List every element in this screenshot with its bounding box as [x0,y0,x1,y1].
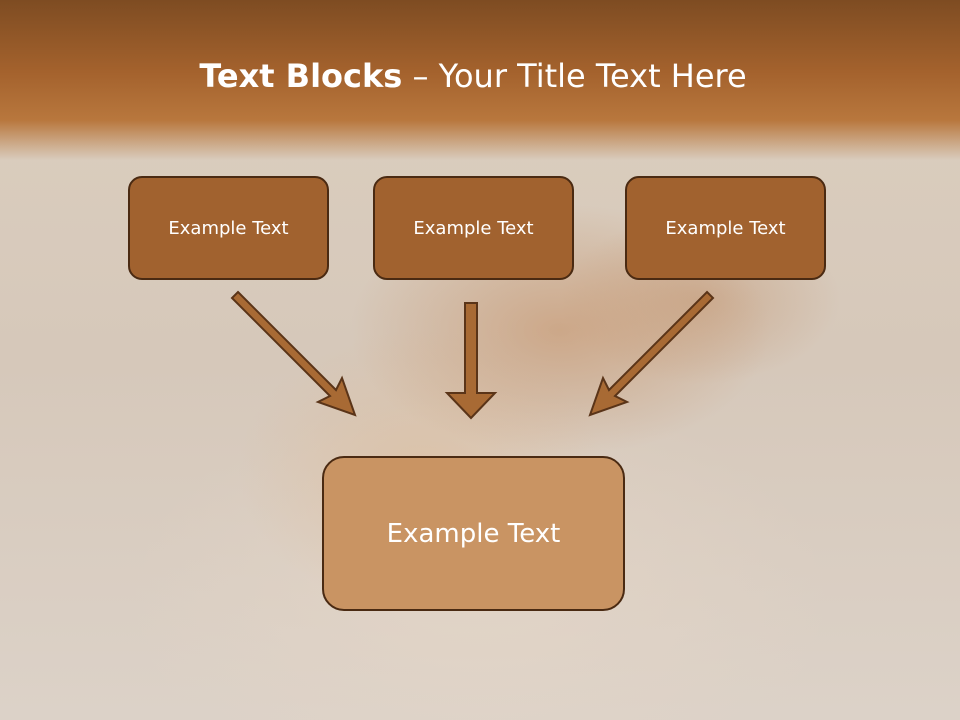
arrow-left [230,290,357,417]
main-text-block-label: Example Text [386,518,561,549]
title-bold: Text Blocks [199,57,403,95]
title-rest: – Your Title Text Here [402,57,747,95]
text-block-2-label: Example Text [413,217,534,239]
arrow-right [588,290,715,417]
main-text-block[interactable]: Example Text [322,456,625,611]
text-block-1[interactable]: Example Text [128,176,329,280]
text-block-2[interactable]: Example Text [373,176,574,280]
arrow-center [444,302,498,420]
slide-title: Text Blocks – Your Title Text Here [0,52,946,100]
text-block-3-label: Example Text [665,217,786,239]
text-block-3[interactable]: Example Text [625,176,826,280]
text-block-1-label: Example Text [168,217,289,239]
header-band [0,0,960,160]
